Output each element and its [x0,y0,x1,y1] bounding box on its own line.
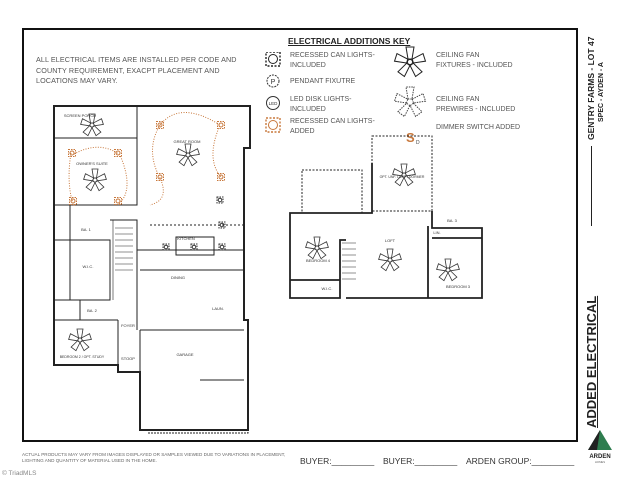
svg-text:D: D [416,140,420,146]
first-floor-plan [53,105,251,434]
room-label: STOOP [121,356,135,361]
room-label: SCREEN PORCH [64,113,96,118]
sheet-title: ADDED ELECTRICAL [584,295,599,428]
drawing-border [22,28,578,442]
key-icons-left: P LED [265,52,281,133]
room-label: BEDROOM 3 [446,284,471,289]
room-label: OPT. UNF. LOFT / DORMER [380,175,425,179]
room-label: W.I.C. [83,264,94,269]
key-label-recessed-included: RECESSED CAN LIGHTS- INCLUDED [290,52,375,69]
recessed-can-included-icon [265,52,281,67]
led-disk-icon: LED [266,96,280,110]
svg-text:P: P [271,79,276,86]
ceiling-fan-fixture-icon [393,46,427,78]
recessed-can-added-icon [265,117,281,133]
title-divider [591,146,592,226]
room-label: LOFT [385,238,396,243]
svg-text:ARDEN: ARDEN [589,454,610,460]
room-label: BA. 2 [87,308,98,313]
room-label: BEDROOM 4 [306,258,331,263]
svg-text:LED: LED [269,101,279,106]
room-label: FOYER [121,323,135,328]
room-label: W.I.C. [322,286,333,291]
svg-text:S: S [406,130,415,145]
arden-group-signature: ARDEN GROUP:_________ [466,456,575,466]
room-label: BEDROOM 2 / OPT. STUDY [60,355,105,359]
svg-text:HOMES: HOMES [595,460,605,464]
key-label-recessed-added: RECESSED CAN LIGHTS- ADDED [290,118,375,135]
pendant-icon: P [266,74,280,88]
room-label: GREAT ROOM [174,139,201,144]
room-label: GARAGE [176,352,193,357]
plan-name: SPEC - AYDEN - A [598,62,605,122]
buyer-signature-1: BUYER:_________ [300,456,375,466]
arden-logo: ARDEN HOMES [588,430,612,464]
room-label: OWNER'S SUITE [76,161,108,166]
room-label: LAUN. [212,306,224,311]
project-title: GENTRY FARMS - LOT 47 [586,36,596,140]
watermark: © TriadMLS [2,470,37,477]
key-label-pendant: PENDANT FIXUTRE [290,78,356,85]
buyer-signature-2: BUYER:_________ [383,456,458,466]
room-label: BA. 1 [81,227,92,232]
room-label: LIN. [433,230,440,235]
key-label-dimmer: DIMMER SWITCH ADDED [436,124,520,131]
room-label: BA. 3 [447,218,458,223]
second-floor-plan [289,135,483,299]
key-label-fan-fixtures: CEILING FAN FIXTURES - INCLUDED [436,52,513,69]
room-label: KITCHEN [177,236,195,241]
footer-disclaimer: ACTUAL PRODUCTS MAY VARY FROM IMAGES DIS… [22,452,286,463]
key-label-fan-prewires: CEILING FAN PREWIRES - INCLUDED [436,96,516,113]
general-note: ALL ELECTRICAL ITEMS ARE INSTALLED PER C… [36,55,237,85]
key-title: ELECTRICAL ADDITIONS KEY [288,36,411,46]
ceiling-fan-prewire-icon [393,86,427,118]
room-label: DINING [171,275,185,280]
key-label-led-disk: LED DISK LIGHTS- INCLUDED [290,96,352,113]
